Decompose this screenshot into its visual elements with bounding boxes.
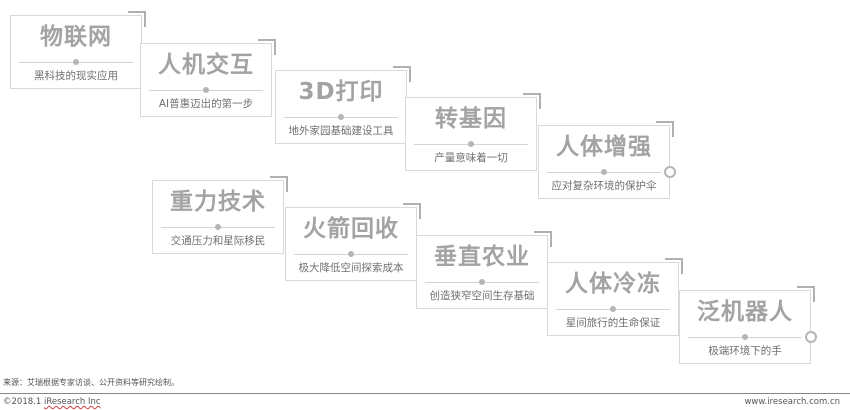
card-title: 泛机器人 bbox=[697, 299, 793, 325]
dot-icon bbox=[215, 224, 221, 230]
dot-icon bbox=[601, 169, 607, 175]
card-title: 物联网 bbox=[40, 24, 112, 50]
card-title: 垂直农业 bbox=[434, 244, 530, 270]
footer-divider bbox=[0, 393, 850, 394]
dot-icon bbox=[73, 59, 79, 65]
card-subtitle: 黑科技的现实应用 bbox=[34, 70, 118, 82]
card-subtitle: 应对复杂环境的保护伞 bbox=[551, 180, 657, 192]
corner-bracket bbox=[523, 93, 541, 109]
dot-icon bbox=[203, 87, 209, 93]
card-title: 火箭回收 bbox=[303, 216, 399, 242]
card-subtitle: AI普惠迈出的第一步 bbox=[158, 98, 254, 110]
corner-bracket bbox=[797, 286, 815, 302]
corner-bracket bbox=[270, 176, 288, 192]
dot-icon bbox=[742, 334, 748, 340]
corner-bracket bbox=[393, 66, 411, 82]
copyright: ©2018.1 iResearch Inc bbox=[3, 397, 101, 407]
card-subtitle: 极端环境下的手 bbox=[708, 345, 782, 357]
card-gravity-tech: 重力技术 交通压力和星际移民 bbox=[152, 176, 288, 254]
website-url: www.iresearch.com.cn bbox=[744, 397, 840, 407]
corner-bracket bbox=[258, 39, 276, 55]
card-subtitle: 交通压力和星际移民 bbox=[170, 235, 266, 247]
card-title: 3D打印 bbox=[298, 79, 384, 105]
dot-icon bbox=[348, 251, 354, 257]
card-subtitle: 创造狭窄空间生存基础 bbox=[429, 290, 535, 302]
copyright-brand: iResearch Inc bbox=[43, 397, 101, 407]
card-human-enhancement: 人体增强 应对复杂环境的保护伞 bbox=[538, 121, 676, 199]
card-title: 人体增强 bbox=[556, 134, 652, 160]
card-iot: 物联网 黑科技的现实应用 bbox=[10, 11, 146, 89]
card-subtitle: 地外家园基础建设工具 bbox=[288, 125, 394, 137]
corner-bracket bbox=[656, 121, 674, 137]
card-gmo: 转基因 产量意味着一切 bbox=[405, 93, 541, 171]
corner-bracket bbox=[534, 231, 552, 247]
dot-icon bbox=[468, 141, 474, 147]
dot-icon bbox=[479, 279, 485, 285]
corner-bracket bbox=[403, 203, 421, 219]
card-cryonics: 人体冷冻 星间旅行的生命保证 bbox=[547, 258, 683, 336]
card-vertical-farming: 垂直农业 创造狭窄空间生存基础 bbox=[416, 231, 552, 309]
corner-bracket bbox=[665, 258, 683, 274]
card-subtitle: 产量意味着一切 bbox=[434, 152, 508, 164]
card-title: 人体冷冻 bbox=[565, 271, 661, 297]
card-title: 人机交互 bbox=[158, 52, 254, 78]
card-hci: 人机交互 AI普惠迈出的第一步 bbox=[140, 39, 276, 117]
card-subtitle: 极大降低空间探索成本 bbox=[298, 262, 404, 274]
source-note: 来源：艾瑞根据专家访谈、公开资料等研究绘制。 bbox=[3, 378, 179, 387]
end-ring-icon bbox=[805, 331, 817, 343]
card-pan-robotics: 泛机器人 极端环境下的手 bbox=[679, 286, 817, 364]
end-ring-icon bbox=[664, 166, 676, 178]
dot-icon bbox=[338, 114, 344, 120]
copyright-prefix: ©2018.1 bbox=[3, 397, 44, 407]
card-3d-printing: 3D打印 地外家园基础建设工具 bbox=[275, 66, 411, 144]
card-title: 重力技术 bbox=[170, 189, 266, 215]
card-subtitle: 星间旅行的生命保证 bbox=[565, 317, 661, 329]
card-title: 转基因 bbox=[435, 106, 507, 132]
dot-icon bbox=[610, 306, 616, 312]
card-rocket-recovery: 火箭回收 极大降低空间探索成本 bbox=[285, 203, 421, 281]
corner-bracket bbox=[128, 11, 146, 27]
